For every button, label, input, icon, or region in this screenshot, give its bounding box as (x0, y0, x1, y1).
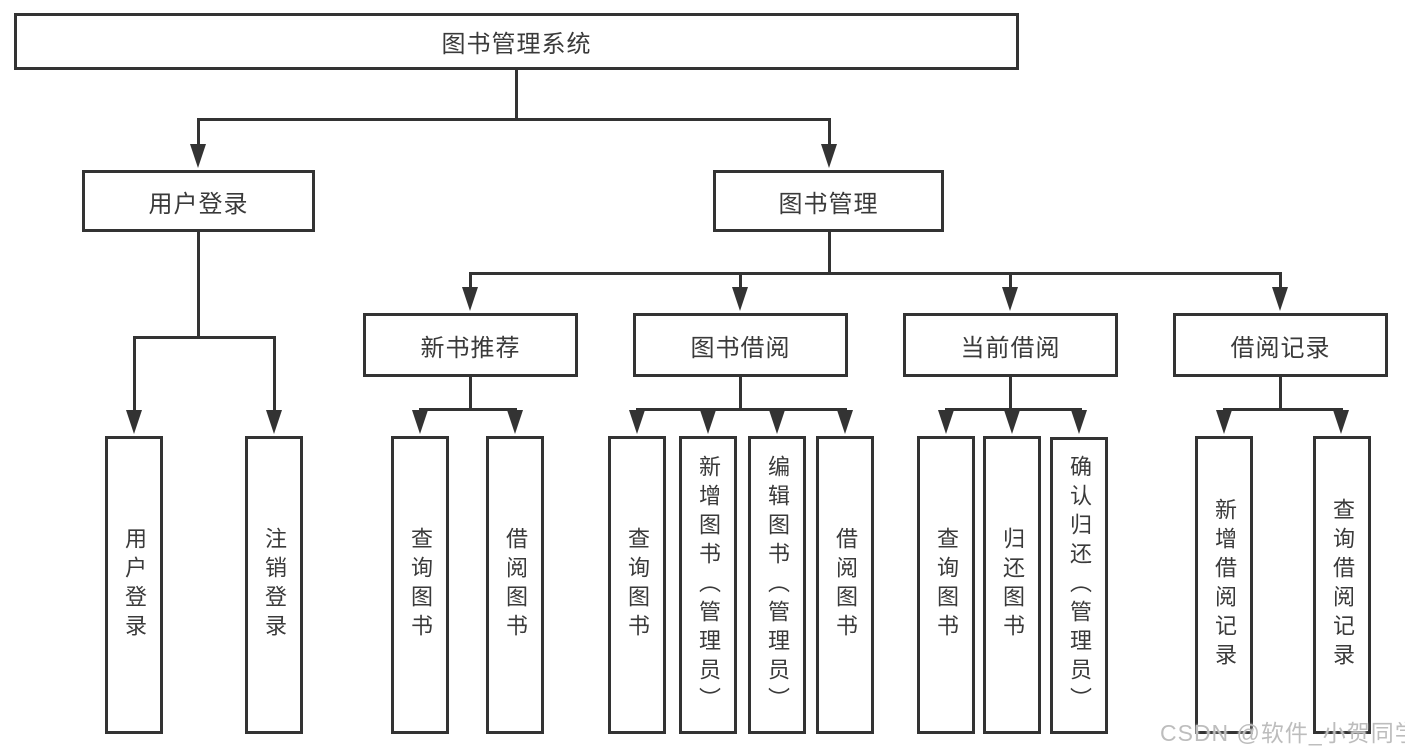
arrow-down-icon (190, 144, 206, 168)
connector-bookmgmt-drop-3 (1009, 272, 1012, 294)
node-borrow-records: 借阅记录 (1173, 313, 1388, 377)
leaf-edit-book-admin: 编辑图书（管理员） (748, 436, 806, 734)
leaf-add-borrow-record: 新增借阅记录 (1195, 436, 1253, 734)
leaf-borrow-book-borrow-label: 借阅图书 (833, 527, 858, 643)
node-user-login-label: 用户登录 (148, 190, 249, 218)
connector-newbookrec-bar (419, 408, 517, 411)
leaf-borrow-book-newrec-label: 借阅图书 (503, 527, 528, 643)
connector-root-bar (197, 118, 831, 121)
arrow-down-icon (732, 287, 748, 311)
leaf-query-borrow-record: 查询借阅记录 (1313, 436, 1371, 734)
leaf-return-book-label: 归还图书 (1000, 527, 1025, 643)
arrow-down-icon (412, 410, 428, 434)
leaf-user-login: 用户登录 (105, 436, 163, 734)
leaf-query-book-current-label: 查询图书 (934, 527, 959, 643)
connector-bookborrow-stem (739, 377, 742, 408)
connector-bookmgmt-drop-4 (1279, 272, 1282, 294)
arrow-down-icon (507, 410, 523, 434)
node-book-mgmt: 图书管理 (713, 170, 944, 232)
arrow-down-icon (126, 410, 142, 434)
node-current-borrow: 当前借阅 (903, 313, 1118, 377)
connector-bookborrow-bar (636, 408, 847, 411)
arrow-down-icon (837, 410, 853, 434)
leaf-query-book-newrec: 查询图书 (391, 436, 449, 734)
leaf-logout-label: 注销登录 (262, 527, 287, 643)
connector-newbookrec-stem (469, 377, 472, 408)
leaf-query-book-borrow: 查询图书 (608, 436, 666, 734)
csdn-watermark: CSDN @软件_小贺同学 (1160, 720, 1405, 746)
connector-userlogin-bar (133, 336, 276, 339)
arrow-down-icon (266, 410, 282, 434)
leaf-logout: 注销登录 (245, 436, 303, 734)
node-book-borrow-label: 图书借阅 (690, 334, 791, 362)
leaf-user-login-label: 用户登录 (122, 527, 147, 643)
arrow-down-icon (1071, 410, 1087, 434)
connector-userlogin-stem (197, 232, 200, 336)
arrow-down-icon (821, 144, 837, 168)
leaf-query-book-borrow-label: 查询图书 (625, 527, 650, 643)
connector-borrowrecords-bar (1223, 408, 1343, 411)
leaf-borrow-book-newrec: 借阅图书 (486, 436, 544, 734)
leaf-query-borrow-record-label: 查询借阅记录 (1330, 498, 1355, 672)
arrow-down-icon (1333, 410, 1349, 434)
node-new-book-rec: 新书推荐 (363, 313, 578, 377)
arrow-down-icon (1216, 410, 1232, 434)
leaf-borrow-book-borrow: 借阅图书 (816, 436, 874, 734)
connector-userlogin-drop-2 (273, 336, 276, 416)
connector-bookmgmt-drop-1 (469, 272, 472, 294)
leaf-add-book-admin: 新增图书（管理员） (679, 436, 737, 734)
node-current-borrow-label: 当前借阅 (960, 334, 1061, 362)
leaf-add-book-admin-label: 新增图书（管理员） (696, 454, 721, 716)
arrow-down-icon (769, 410, 785, 434)
arrow-down-icon (938, 410, 954, 434)
connector-bookmgmt-bar (470, 272, 1281, 275)
leaf-confirm-return-admin: 确认归还（管理员） (1050, 437, 1108, 734)
node-new-book-rec-label: 新书推荐 (420, 334, 521, 362)
arrow-down-icon (1004, 410, 1020, 434)
node-root: 图书管理系统 (14, 13, 1019, 70)
arrow-down-icon (629, 410, 645, 434)
arrow-down-icon (1272, 287, 1288, 311)
node-root-label: 图书管理系统 (441, 31, 592, 58)
leaf-return-book: 归还图书 (983, 436, 1041, 734)
node-book-borrow: 图书借阅 (633, 313, 848, 377)
leaf-query-book-newrec-label: 查询图书 (408, 527, 433, 643)
node-user-login: 用户登录 (82, 170, 315, 232)
connector-root-drop-left (197, 118, 200, 154)
node-book-mgmt-label: 图书管理 (778, 190, 879, 218)
leaf-confirm-return-admin-label: 确认归还（管理员） (1067, 455, 1092, 716)
connector-bookmgmt-drop-2 (739, 272, 742, 294)
connector-currentborrow-stem (1009, 377, 1012, 408)
leaf-edit-book-admin-label: 编辑图书（管理员） (765, 454, 790, 716)
leaf-query-book-current: 查询图书 (917, 436, 975, 734)
connector-userlogin-drop-1 (133, 336, 136, 416)
connector-bookmgmt-stem (828, 232, 831, 272)
arrow-down-icon (462, 287, 478, 311)
connector-borrowrecords-stem (1279, 377, 1282, 408)
arrow-down-icon (700, 410, 716, 434)
arrow-down-icon (1002, 287, 1018, 311)
connector-root-drop-right (828, 118, 831, 154)
leaf-add-borrow-record-label: 新增借阅记录 (1212, 498, 1237, 672)
node-borrow-records-label: 借阅记录 (1230, 334, 1331, 362)
connector-root-stem (515, 70, 518, 118)
